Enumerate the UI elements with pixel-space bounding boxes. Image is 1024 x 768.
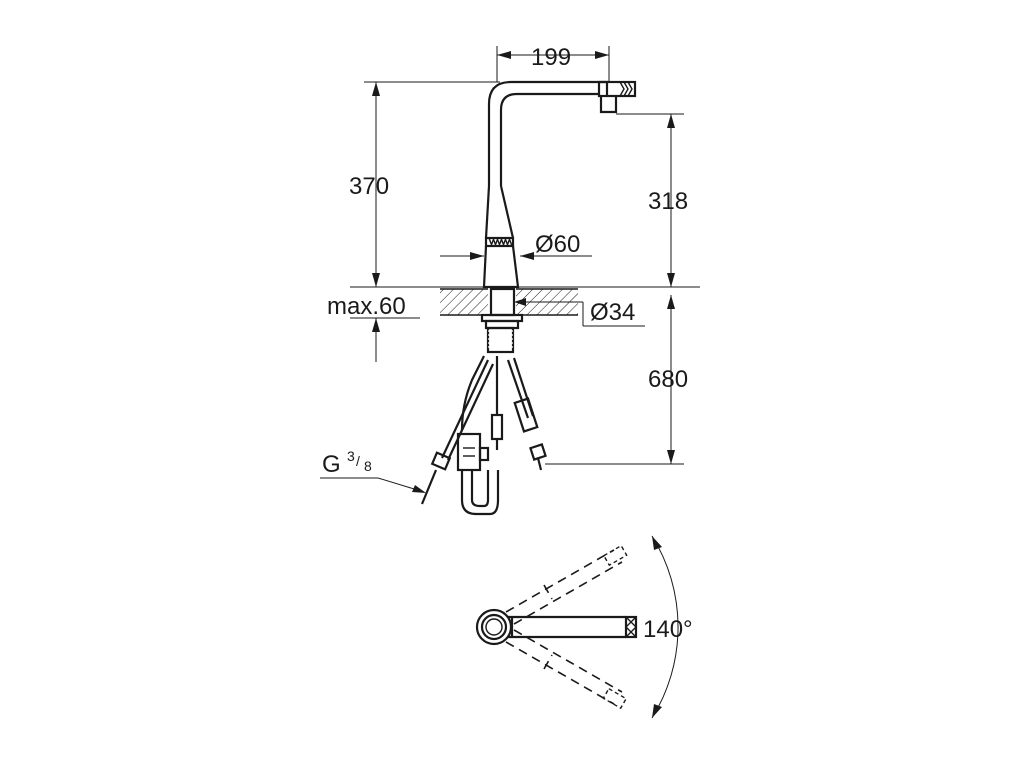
- swivel-angle-label: 140°: [643, 616, 693, 643]
- hose-length-label: 680: [648, 366, 688, 393]
- dimension-total-height: 370: [349, 81, 500, 287]
- supply-hoses: [420, 355, 547, 516]
- thread-prefix-label: G: [322, 451, 341, 478]
- thread-rod: [486, 326, 515, 354]
- deck-thickness-label: max.60: [327, 293, 406, 320]
- countertop-section: [440, 288, 578, 316]
- hole-diameter-label: Ø34: [590, 299, 635, 326]
- body-diameter-label: Ø60: [535, 231, 580, 258]
- spout-reach-label: 199: [531, 44, 571, 71]
- thread-denominator-label: 8: [364, 458, 372, 474]
- thread-numerator-label: 3: [347, 448, 355, 464]
- faucet-top-view: 140°: [475, 535, 693, 719]
- thread-slash: /: [356, 453, 360, 469]
- dimension-hose-length: 680: [545, 295, 688, 465]
- dimension-spout-reach: 199: [496, 44, 610, 82]
- dimension-deck-thickness: max.60: [327, 286, 700, 362]
- total-height-label: 370: [349, 173, 389, 200]
- dimension-body-diameter: Ø60: [440, 231, 592, 260]
- thread-callout: G 3 / 8: [320, 448, 426, 493]
- dimension-spout-height: 318: [616, 113, 688, 287]
- spout-height-label: 318: [648, 188, 688, 215]
- faucet-body-side-view: [480, 80, 637, 354]
